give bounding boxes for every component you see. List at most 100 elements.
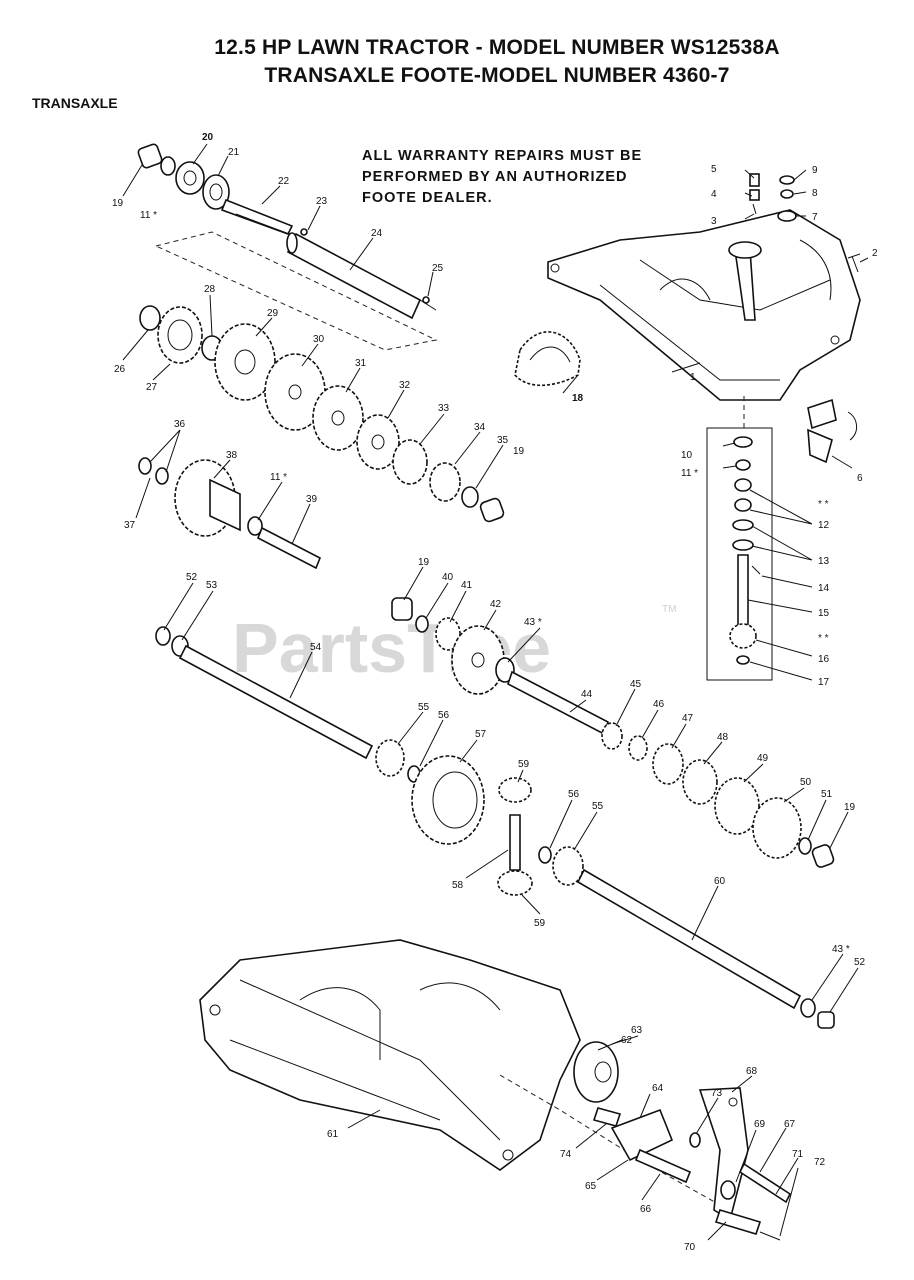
warranty-notice-line-2: PERFORMED BY AN AUTHORIZED <box>362 169 628 185</box>
callout-8: 8 <box>812 188 818 199</box>
callout-38: 38 <box>226 450 238 461</box>
callout-47: 47 <box>682 713 694 724</box>
callout-labels: 1 2 3 4 5 6 7 8 9 10 11 * 12 * * 13 14 1… <box>112 132 878 1253</box>
callout-14: 14 <box>818 583 830 594</box>
callout-56-left: 56 <box>438 710 450 721</box>
callout-64: 64 <box>652 1083 664 1094</box>
callout-33: 33 <box>438 403 450 414</box>
warranty-notice: ALL WARRANTY REPAIRS MUST BE PERFORMED B… <box>362 146 642 209</box>
callout-70: 70 <box>684 1242 696 1253</box>
callout-24: 24 <box>371 228 383 239</box>
callout-16-stars: * * <box>818 633 829 644</box>
watermark-tm: TM <box>662 604 676 615</box>
callout-51: 51 <box>821 789 833 800</box>
callout-59-upper: 59 <box>518 759 530 770</box>
callout-19-c: 19 <box>418 557 430 568</box>
callout-63: 63 <box>631 1025 643 1036</box>
callout-55-left: 55 <box>418 702 430 713</box>
callout-53: 53 <box>206 580 218 591</box>
callout-12-stars: * * <box>818 499 829 510</box>
callout-55-right: 55 <box>592 801 604 812</box>
callout-11-mid: 11 * <box>270 472 287 483</box>
callout-74: 74 <box>560 1149 572 1160</box>
gear-assembly-38 <box>138 457 322 570</box>
callout-32: 32 <box>399 380 411 391</box>
callout-60: 60 <box>714 876 726 887</box>
callout-21: 21 <box>228 147 240 158</box>
gear-stack-upper <box>139 305 505 523</box>
callout-54: 54 <box>310 642 322 653</box>
callout-13: 13 <box>818 556 830 567</box>
callout-12: 12 <box>818 520 830 531</box>
warranty-notice-line-3: FOOTE DEALER. <box>362 190 493 206</box>
callout-17: 17 <box>818 677 830 688</box>
brake-assembly <box>573 1041 792 1241</box>
drive-chain <box>514 331 581 387</box>
callout-16: 16 <box>818 654 830 665</box>
lower-housing <box>199 939 721 1206</box>
callout-28: 28 <box>204 284 216 295</box>
callout-19-d: 19 <box>844 802 856 813</box>
callout-68: 68 <box>746 1066 758 1077</box>
callout-49: 49 <box>757 753 769 764</box>
warranty-notice-line-1: ALL WARRANTY REPAIRS MUST BE <box>362 148 643 164</box>
callout-29: 29 <box>267 308 279 319</box>
callout-67: 67 <box>784 1119 796 1130</box>
vertical-shaft-kit <box>706 396 773 681</box>
callout-58: 58 <box>452 880 464 891</box>
callout-4: 4 <box>711 189 717 200</box>
callout-50: 50 <box>800 777 812 788</box>
section-label: TRANSAXLE <box>32 95 118 111</box>
callout-44: 44 <box>581 689 593 700</box>
callout-36: 36 <box>174 419 186 430</box>
callout-43-upper: 43 * <box>524 617 542 628</box>
callout-11-upper: 11 * <box>681 468 698 479</box>
callout-62: 62 <box>621 1035 633 1046</box>
callout-35: 35 <box>497 435 509 446</box>
callout-34: 34 <box>474 422 486 433</box>
callout-52-lower: 52 <box>854 957 866 968</box>
callout-18: 18 <box>572 393 584 404</box>
callout-15: 15 <box>818 608 830 619</box>
callout-22: 22 <box>278 176 290 187</box>
callout-30: 30 <box>313 334 325 345</box>
callout-25: 25 <box>432 263 444 274</box>
callout-56-right: 56 <box>568 789 580 800</box>
callout-71: 71 <box>792 1149 804 1160</box>
callout-39: 39 <box>306 494 318 505</box>
shaft-assembly-top <box>137 143 438 351</box>
callout-7: 7 <box>812 212 818 223</box>
callout-9: 9 <box>812 165 818 176</box>
callout-66: 66 <box>640 1204 652 1215</box>
callout-19-a: 19 <box>112 198 124 209</box>
middle-shaft-assembly <box>155 597 835 868</box>
callout-26: 26 <box>114 364 126 375</box>
callout-46: 46 <box>653 699 665 710</box>
callout-27: 27 <box>146 382 158 393</box>
callout-61: 61 <box>327 1129 339 1140</box>
callout-52-upper: 52 <box>186 572 198 583</box>
callout-19-b: 19 <box>513 446 525 457</box>
callout-59-lower: 59 <box>534 918 546 929</box>
callout-48: 48 <box>717 732 729 743</box>
callout-57: 57 <box>475 729 487 740</box>
differential-assembly <box>411 755 835 1029</box>
callout-23: 23 <box>316 196 328 207</box>
callout-3: 3 <box>711 216 717 227</box>
callout-5: 5 <box>711 164 717 175</box>
callout-73: 73 <box>711 1088 723 1099</box>
page-title-line-2: TRANSAXLE FOOTE-MODEL NUMBER 4360-7 <box>264 64 730 87</box>
callout-2: 2 <box>872 248 878 259</box>
callout-41: 41 <box>461 580 473 591</box>
callout-20: 20 <box>202 132 214 143</box>
callout-6: 6 <box>857 473 863 484</box>
leader-lines <box>122 143 869 1241</box>
page-title-line-1: 12.5 HP LAWN TRACTOR - MODEL NUMBER WS12… <box>214 36 780 59</box>
callout-11-top: 11 * <box>140 210 157 221</box>
callout-40: 40 <box>442 572 454 583</box>
callout-69: 69 <box>754 1119 766 1130</box>
callout-45: 45 <box>630 679 642 690</box>
callout-31: 31 <box>355 358 367 369</box>
callout-37: 37 <box>124 520 136 531</box>
